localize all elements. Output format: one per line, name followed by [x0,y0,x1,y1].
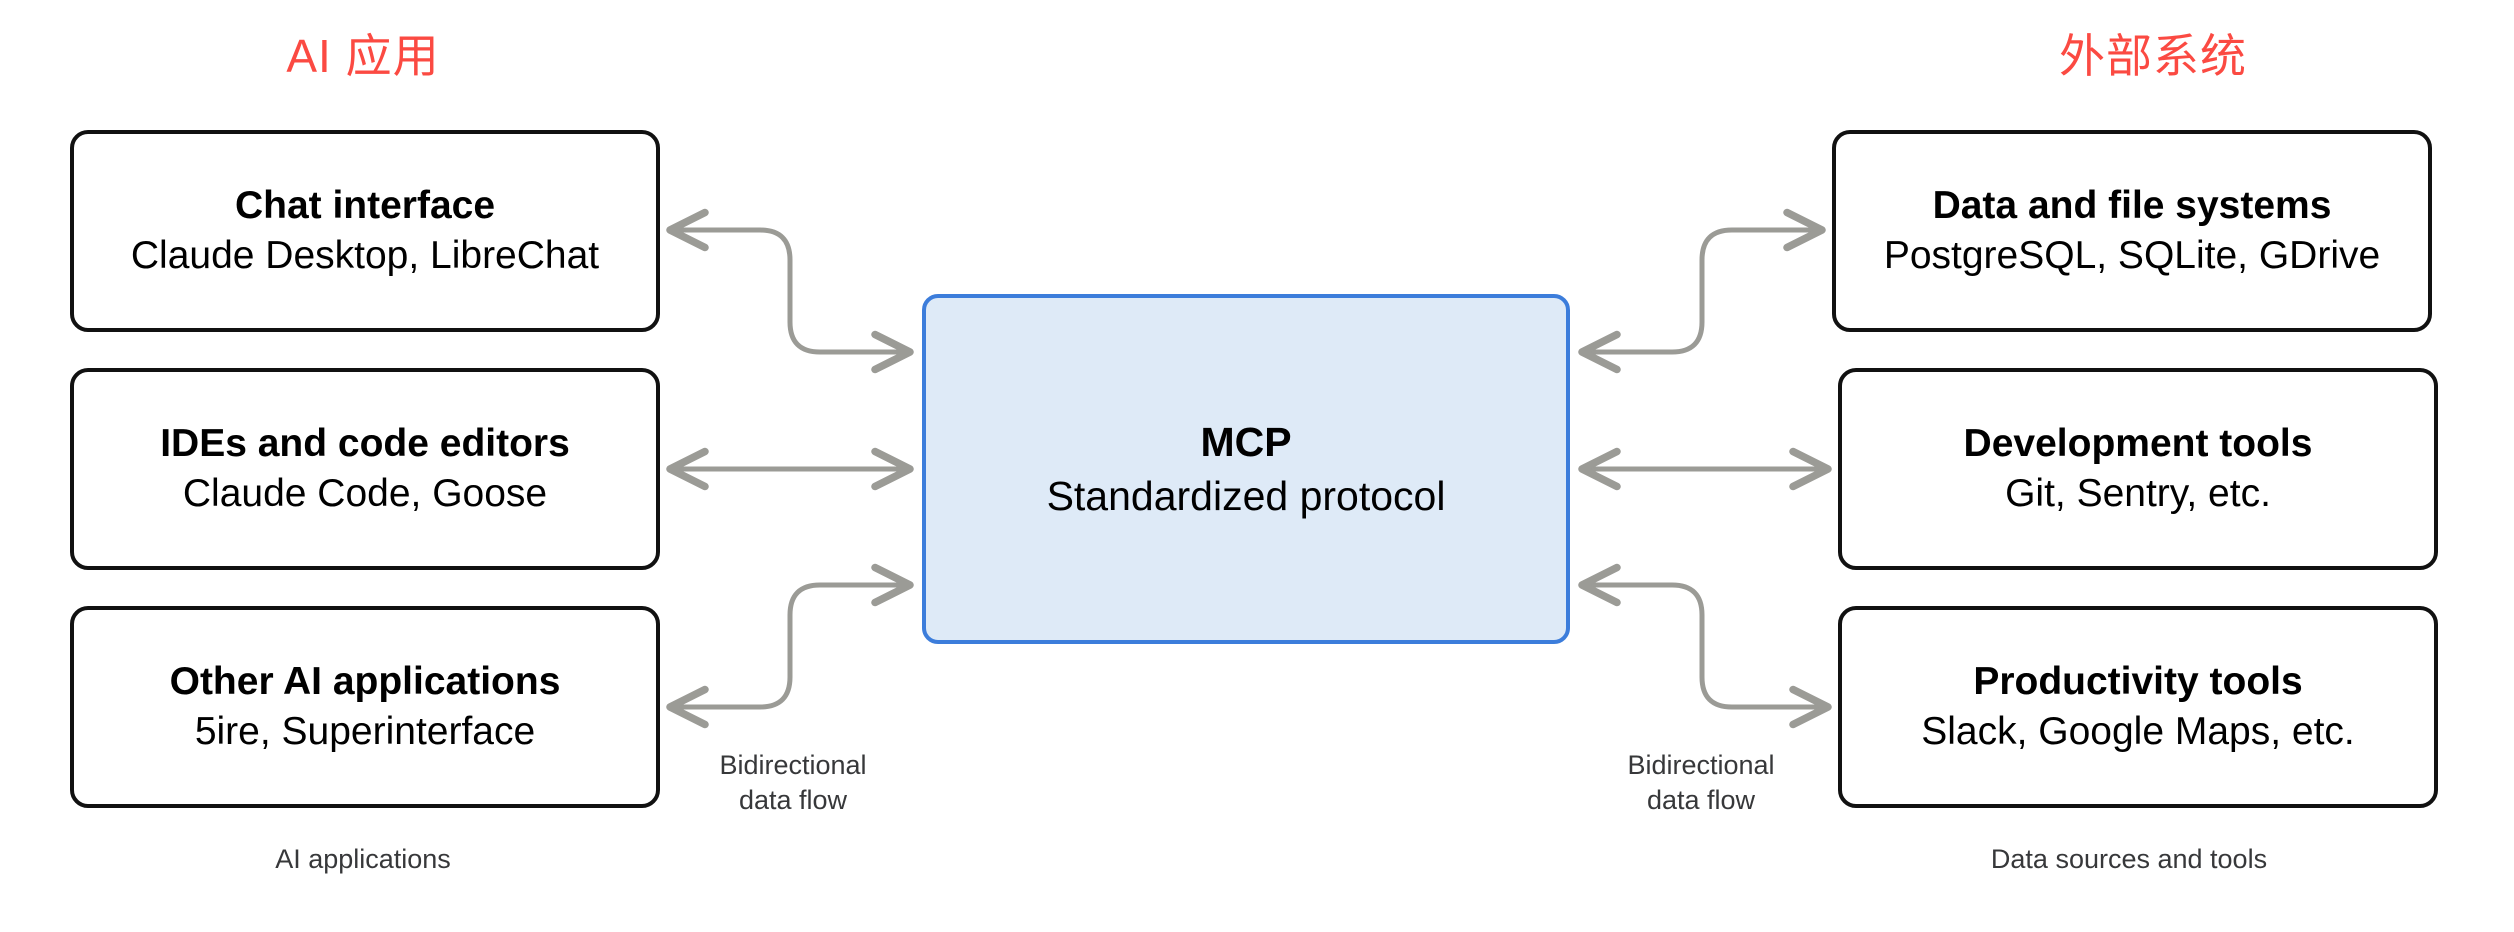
node-data-and-file-systems[interactable]: Data and file systems PostgreSQL, SQLite… [1832,130,2432,332]
node-development-tools[interactable]: Development tools Git, Sentry, etc. [1838,368,2438,570]
caption-ai-applications: AI applications [275,844,451,874]
node-mcp-protocol[interactable]: MCP Standardized protocol [922,294,1570,644]
node-title: MCP [1200,418,1292,465]
connector-mcp-to-data-systems [1578,208,1826,374]
node-subtitle: Slack, Google Maps, etc. [1921,710,2355,753]
node-title: Data and file systems [1932,183,2332,227]
node-subtitle: Standardized protocol [1046,473,1446,519]
flow-label-left: Bidirectional data flow [719,748,866,818]
flow-label-right: Bidirectional data flow [1627,748,1774,818]
node-ides-and-code-editors[interactable]: IDEs and code editors Claude Code, Goose [70,368,660,570]
flow-label-right-line1: Bidirectional [1627,750,1775,780]
node-subtitle: 5ire, Superinterface [194,710,536,753]
node-other-ai-applications[interactable]: Other AI applications 5ire, Superinterfa… [70,606,660,808]
flow-label-left-line2: data flow [738,785,848,816]
node-productivity-tools[interactable]: Productivity tools Slack, Google Maps, e… [1838,606,2438,808]
node-subtitle: Git, Sentry, etc. [2005,472,2271,515]
node-title: IDEs and code editors [160,421,570,465]
node-title: Chat interface [234,183,496,227]
node-chat-interface[interactable]: Chat interface Claude Desktop, LibreChat [70,130,660,332]
caption-data-sources-and-tools: Data sources and tools [1990,844,2268,874]
node-title: Other AI applications [169,659,561,703]
node-subtitle: Claude Code, Goose [182,472,548,515]
connector-chat-to-mcp [666,208,914,374]
node-subtitle: PostgreSQL, SQLite, GDrive [1883,234,2381,277]
flow-label-left-line1: Bidirectional [719,750,867,780]
section-title-external-systems: 外部系统 [2059,30,2247,82]
node-subtitle: Claude Desktop, LibreChat [130,234,600,277]
connector-other-to-mcp [666,563,914,729]
connector-mcp-to-productivity-tools [1578,563,1832,729]
node-title: Development tools [1963,421,2313,465]
node-title: Productivity tools [1973,659,2303,703]
section-title-ai-applications: AI 应用 [286,30,440,82]
flow-label-right-line2: data flow [1646,785,1756,816]
